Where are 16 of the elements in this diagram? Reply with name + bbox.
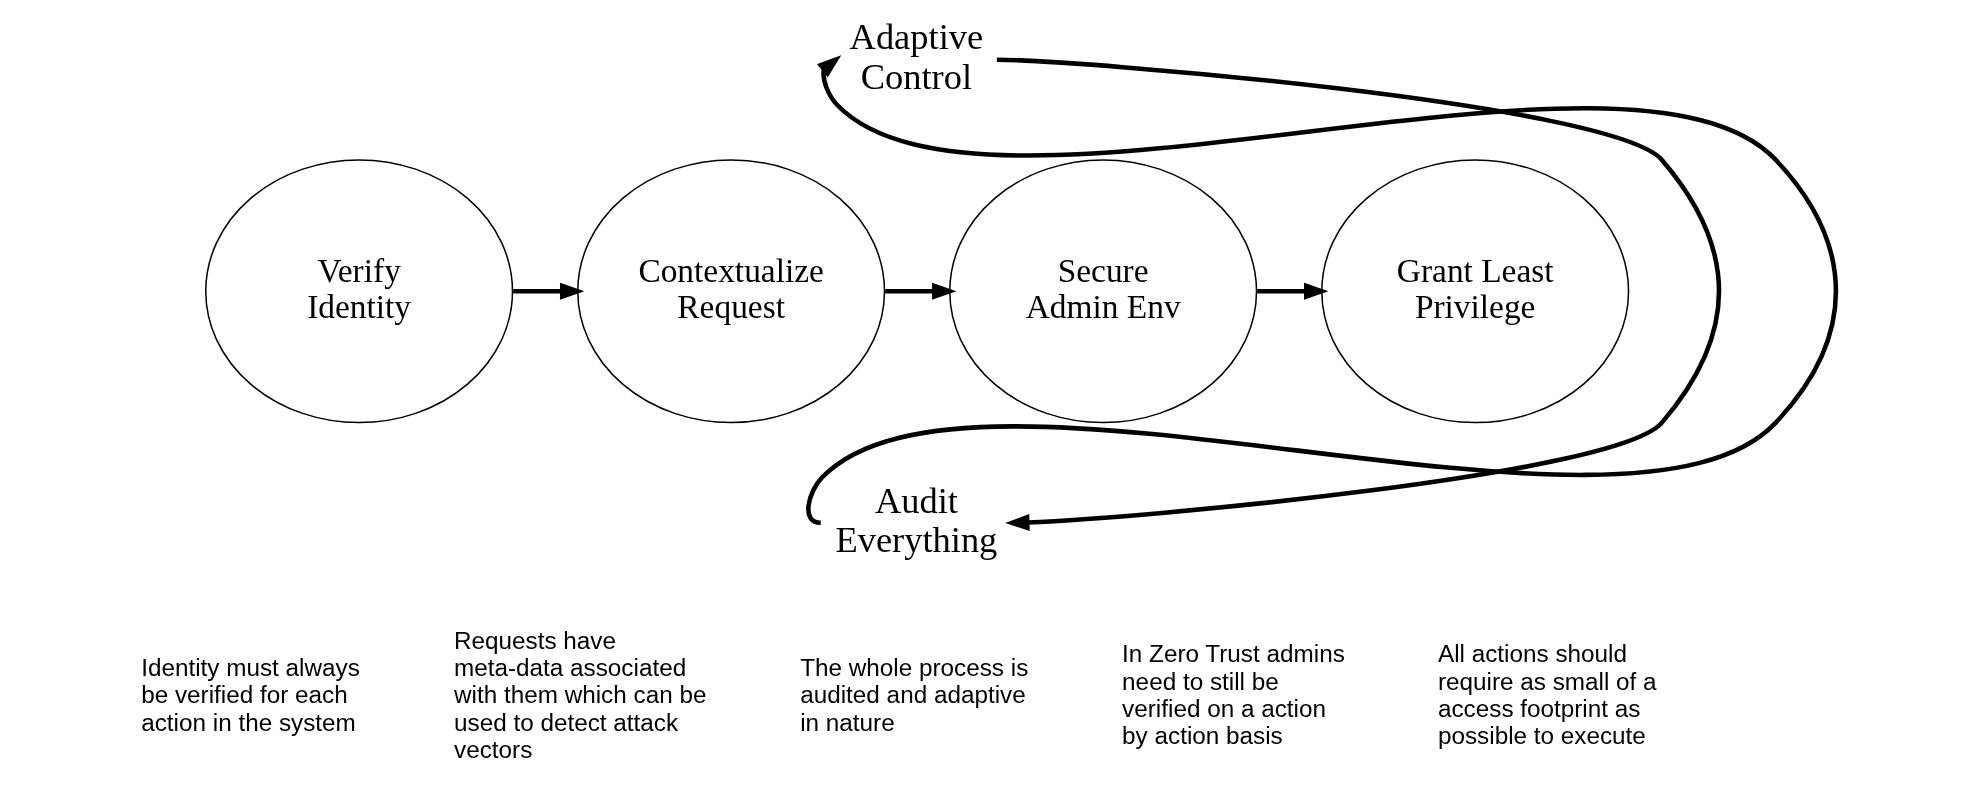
arrow: [996, 57, 1721, 531]
node-ellipse: Contextualize Request: [577, 159, 886, 424]
label: Identity must always be verified for each action in the system: [141, 653, 360, 736]
arrow: [1257, 282, 1329, 300]
node-ellipse: Secure Admin Env: [949, 159, 1258, 424]
node-text: Adaptive Control: [849, 17, 984, 97]
label: Requests have meta-data associated with them which can be used to detect attack vectors: [454, 626, 707, 763]
label: The whole process is audited and adaptive in nature: [800, 653, 1029, 736]
arrow: [806, 55, 1838, 525]
arrow: [513, 282, 585, 300]
node-ellipse: Verify Identity: [205, 159, 514, 424]
arrow: [885, 282, 957, 300]
label: All actions should require as small of a access footprint as possible to execute: [1437, 640, 1657, 750]
node-ellipse: Grant Least Privilege: [1321, 159, 1630, 424]
label: In Zero Trust admins need to still be verified on a action by action basis: [1122, 640, 1345, 750]
node-text: Audit Everything: [835, 480, 998, 560]
